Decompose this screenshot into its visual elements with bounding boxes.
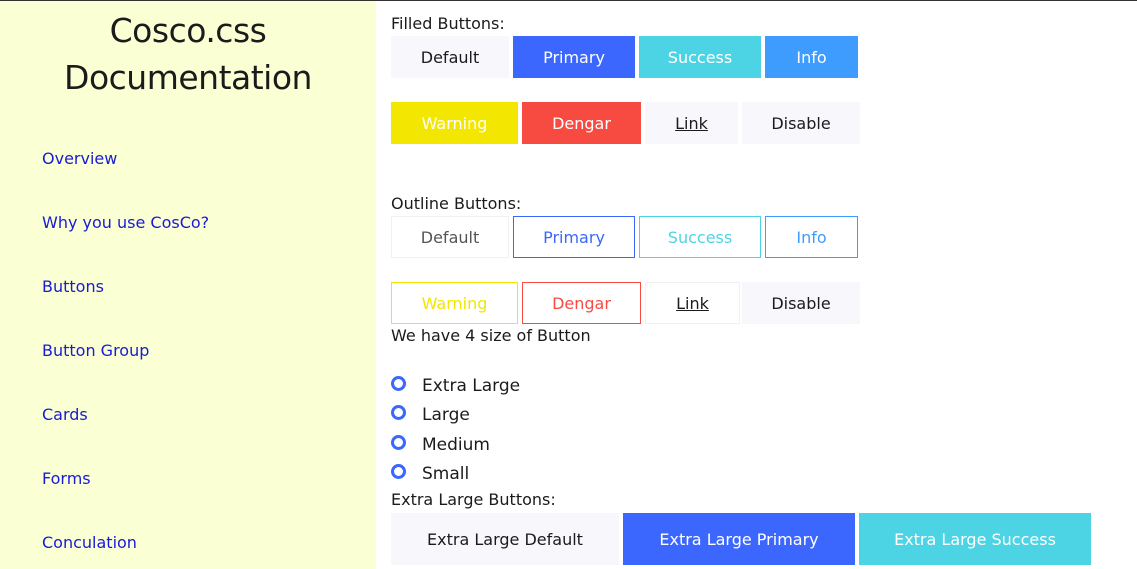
filled-warning-button[interactable]: Warning — [391, 102, 518, 144]
extra-large-buttons-heading: Extra Large Buttons: — [391, 490, 556, 509]
site-title: Cosco.css Documentation — [0, 7, 376, 101]
radio-button-icon[interactable] — [391, 463, 406, 479]
nav-item-overview[interactable]: Overview — [42, 149, 118, 168]
radio-button-icon[interactable] — [391, 404, 406, 420]
radio-button-icon[interactable] — [391, 375, 406, 391]
outline-disable-button[interactable]: Disable — [742, 282, 860, 324]
nav-item-buttons[interactable]: Buttons — [42, 277, 104, 296]
outline-info-button[interactable]: Info — [765, 216, 858, 258]
outline-danger-button[interactable]: Dengar — [522, 282, 641, 324]
outline-primary-button[interactable]: Primary — [513, 216, 635, 258]
nav-item-conculation[interactable]: Conculation — [42, 533, 137, 552]
size-option-small[interactable]: Small — [391, 462, 469, 486]
sizes-heading: We have 4 size of Button — [391, 326, 591, 345]
extra-large-default-button[interactable]: Extra Large Default — [391, 513, 619, 565]
size-option-label: Extra Large — [422, 376, 521, 396]
filled-buttons-heading: Filled Buttons: — [391, 14, 505, 33]
outline-success-button[interactable]: Success — [639, 216, 761, 258]
site-title-line1: Cosco.css — [109, 11, 267, 50]
filled-success-button[interactable]: Success — [639, 36, 761, 78]
main-content: Filled Buttons: Default Primary Success … — [376, 1, 1137, 569]
outline-buttons-heading: Outline Buttons: — [391, 194, 522, 213]
size-option-label: Large — [422, 405, 470, 425]
sidebar: Cosco.css Documentation Overview Why you… — [0, 1, 376, 569]
nav-item-forms[interactable]: Forms — [42, 469, 91, 488]
outline-warning-button[interactable]: Warning — [391, 282, 518, 324]
size-option-label: Small — [422, 464, 470, 484]
site-title-line2: Documentation — [64, 58, 312, 97]
nav-item-why-cosco[interactable]: Why you use CosCo? — [42, 213, 210, 232]
size-option-label: Medium — [422, 435, 490, 455]
extra-large-success-button[interactable]: Extra Large Success — [859, 513, 1091, 565]
extra-large-primary-button[interactable]: Extra Large Primary — [623, 513, 855, 565]
size-option-medium[interactable]: Medium — [391, 433, 490, 457]
filled-info-button[interactable]: Info — [765, 36, 858, 78]
filled-disable-button[interactable]: Disable — [742, 102, 860, 144]
outline-default-button[interactable]: Default — [391, 216, 509, 258]
size-option-large[interactable]: Large — [391, 403, 470, 427]
filled-primary-button[interactable]: Primary — [513, 36, 635, 78]
nav-item-cards[interactable]: Cards — [42, 405, 88, 424]
radio-button-icon[interactable] — [391, 434, 406, 450]
outline-link-button[interactable]: Link — [645, 282, 740, 324]
filled-danger-button[interactable]: Dengar — [522, 102, 641, 144]
filled-link-button[interactable]: Link — [645, 102, 738, 144]
filled-default-button[interactable]: Default — [391, 36, 509, 78]
nav-item-button-group[interactable]: Button Group — [42, 341, 150, 360]
size-option-extra-large[interactable]: Extra Large — [391, 374, 520, 398]
